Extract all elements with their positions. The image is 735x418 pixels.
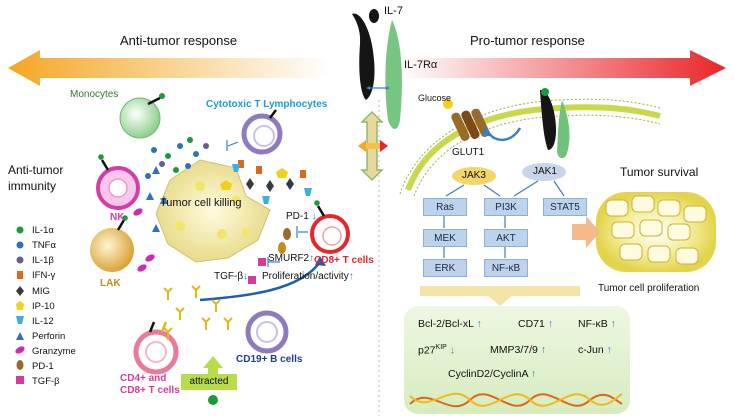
ras-box: Ras [423, 198, 467, 216]
legend-mig: MIG [32, 286, 50, 297]
cd4-cd8-cell [133, 321, 179, 375]
pd1-label: PD-1 ↓ [286, 211, 317, 222]
legend-granzyme: Granzyme [32, 346, 76, 357]
il7-label: IL-7 [384, 5, 403, 17]
legend-pd1: PD-1 [32, 361, 54, 372]
erk-box: ERK [423, 259, 467, 277]
four-way-arrow [358, 110, 388, 182]
akt-box: AKT [484, 229, 528, 247]
il7-receptor [352, 9, 402, 129]
cytokine-scatter [133, 137, 312, 272]
tumor-proliferation-label: Tumor cell proliferation [598, 283, 700, 294]
jak1-label: JAK1 [533, 166, 557, 177]
gene-cyclin: CyclinD2/CyclinA ↑ [448, 368, 537, 380]
gene-cd71: CD71 ↑ [518, 318, 554, 330]
lak-cell [90, 215, 134, 272]
monocytes-label: Monocytes [70, 89, 119, 100]
anti-tumor-immunity-line1: Anti-tumor [8, 163, 64, 177]
legend-tnfa: TNFα [32, 240, 56, 251]
right-receptor [540, 88, 570, 159]
tumor-survival-label: Tumor survival [620, 165, 699, 179]
gene-cjun: c-Jun ↑ [578, 344, 612, 356]
legend-il1a: IL-1α [32, 225, 54, 236]
jak3-oval [452, 167, 496, 185]
anti-tumor-title: Anti-tumor response [120, 33, 238, 48]
gene-nfkb: NF-κB ↑ [578, 318, 616, 330]
pro-tumor-title: Pro-tumor response [470, 33, 585, 48]
tumor-cluster-right [596, 192, 716, 272]
nfkb-box: NF-κB [484, 259, 528, 277]
tumor-cluster-left [155, 159, 271, 263]
attracted-label: attracted [181, 374, 237, 390]
nk-label: NK [110, 212, 125, 223]
ctl-label: Cytotoxic T Lymphocytes [206, 99, 328, 110]
smurf2-label: SMURF2↑ [268, 253, 315, 264]
glucose-label: Glucose [418, 93, 452, 103]
monocyte-cell [119, 93, 165, 139]
gene-expression-box [404, 306, 630, 414]
anti-tumor-immunity-line2: immunity [8, 179, 57, 193]
cell-membrane [399, 98, 661, 197]
lak-label: LAK [100, 278, 121, 289]
survival-arrow [572, 216, 600, 248]
cd4-cd8-label-line2: CD8+ T cells [120, 385, 180, 396]
legend-ip10: IP-10 [32, 301, 55, 312]
cd8-label: CD8+ T cells [314, 255, 374, 266]
cd19-cell [245, 310, 289, 354]
gene-mmp: MMP3/7/9 ↑ [490, 344, 547, 356]
tgfb-label: TGF-β↓ [214, 271, 249, 282]
glut1-label: GLUT1 [452, 147, 485, 158]
legend-il12: IL-12 [32, 316, 54, 327]
pathway-arrows [443, 180, 565, 258]
cd19-label: CD19+ B cells [236, 354, 303, 365]
attracted-arrow [203, 356, 223, 405]
nk-cell [96, 154, 140, 210]
il7r-label: IL-7Rα [404, 59, 438, 71]
legend-il1b: IL-1β [32, 255, 54, 266]
cd8-cell [199, 200, 350, 302]
gene-p27: p27KIP ↓ [418, 344, 455, 357]
anti-tumor-arrow [8, 50, 330, 86]
legend-perforin: Perforin [32, 331, 66, 342]
glut1-transporter [443, 99, 522, 141]
legend-tgfb: TGF-β [32, 376, 60, 387]
pi3k-box: PI3K [484, 198, 528, 216]
tumor-killing-label: Tumor cell killing [160, 197, 242, 209]
gene-bcl: Bcl-2/Bcl-xL ↑ [418, 318, 482, 330]
connector-arrow [420, 286, 580, 306]
antibody-cluster [163, 285, 233, 340]
legend-ifng: IFN-γ [32, 270, 56, 281]
jak3-label: JAK3 [462, 170, 486, 181]
stat5-box: STAT5 [543, 198, 587, 216]
jak1-oval [522, 163, 566, 181]
pro-tumor-arrow [400, 50, 726, 86]
proliferation-label: Proliferation/activity↑ [262, 271, 354, 282]
mek-box: MEK [423, 229, 467, 247]
legend-icons [15, 226, 25, 384]
ctl-cell [226, 109, 283, 155]
cd4-cd8-label-line1: CD4+ and [120, 373, 167, 384]
dna-helix [409, 392, 623, 408]
